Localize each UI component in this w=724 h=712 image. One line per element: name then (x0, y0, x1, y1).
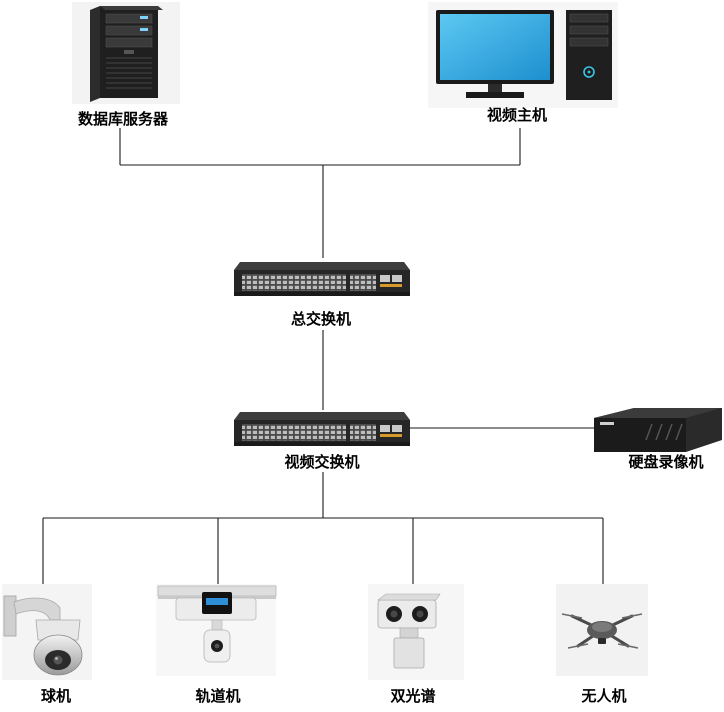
rail-inspection-camera-icon (156, 584, 277, 676)
nvr-label: 硬盘录像机 (628, 453, 703, 471)
rail-camera-label: 轨道机 (195, 687, 240, 705)
dual-spectrum-node: 双光谱 (368, 584, 464, 705)
connection-lines (42, 128, 604, 585)
network-switch-icon (234, 262, 410, 296)
video-host-label: 视频主机 (487, 106, 547, 124)
server-tower-icon (72, 2, 180, 104)
dome-camera-label: 球机 (41, 687, 71, 705)
core-switch-label: 总交换机 (291, 310, 351, 328)
drone-node: 无人机 (556, 584, 648, 705)
dual-spectrum-label: 双光谱 (390, 687, 435, 705)
network-switch-icon (234, 412, 410, 446)
ptz-dome-camera-icon (2, 584, 92, 680)
drone-icon (556, 584, 648, 676)
video-switch-node: 视频交换机 (234, 412, 410, 471)
dome-camera-node: 球机 (2, 584, 92, 705)
dual-spectrum-camera-icon (368, 584, 464, 680)
drone-label: 无人机 (580, 687, 626, 705)
rail-camera-node: 轨道机 (156, 584, 277, 705)
video-host-node: 视频主机 (428, 2, 618, 124)
video-switch-label: 视频交换机 (284, 453, 359, 471)
core-switch-node: 总交换机 (234, 262, 410, 328)
db-server-node: 数据库服务器 (72, 2, 180, 128)
db-server-label: 数据库服务器 (78, 110, 169, 128)
desktop-computer-icon (428, 2, 618, 108)
nvr-recorder-icon (594, 408, 722, 452)
nvr-node: 硬盘录像机 (594, 408, 722, 471)
